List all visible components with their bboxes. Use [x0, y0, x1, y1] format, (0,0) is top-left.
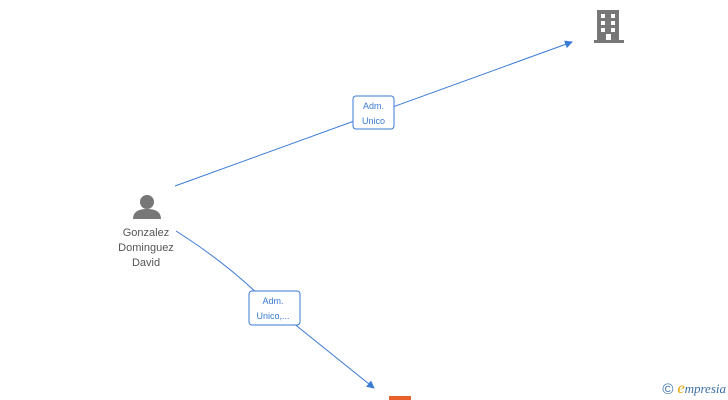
- person-name-line2: Dominguez: [118, 242, 174, 254]
- building-icon[interactable]: [594, 10, 624, 43]
- edge-label-top-line2: Unico: [362, 116, 385, 126]
- copyright-icon: ©: [662, 380, 674, 398]
- person-name-line1: Gonzalez: [122, 227, 170, 239]
- building-icon-partial[interactable]: [389, 396, 411, 400]
- edge-label-top[interactable]: Adm. Unico: [352, 95, 395, 130]
- person-icon[interactable]: [133, 195, 161, 219]
- edge-label-bottom-line2: Unico,...: [256, 311, 289, 321]
- brand-initial: e: [677, 380, 685, 397]
- edge-label-top-line1: Adm.: [363, 101, 384, 111]
- person-name-line3: David: [131, 257, 161, 269]
- brand-logo: empresia: [677, 380, 726, 398]
- copyright-brand: © empresia: [662, 378, 726, 400]
- edge-label-bottom-line1: Adm.: [262, 296, 283, 306]
- person-name-label: Gonzalez Dominguez David: [105, 226, 187, 271]
- brand-rest: mpresia: [684, 381, 726, 396]
- edge-label-bottom[interactable]: Adm. Unico,...: [248, 290, 301, 326]
